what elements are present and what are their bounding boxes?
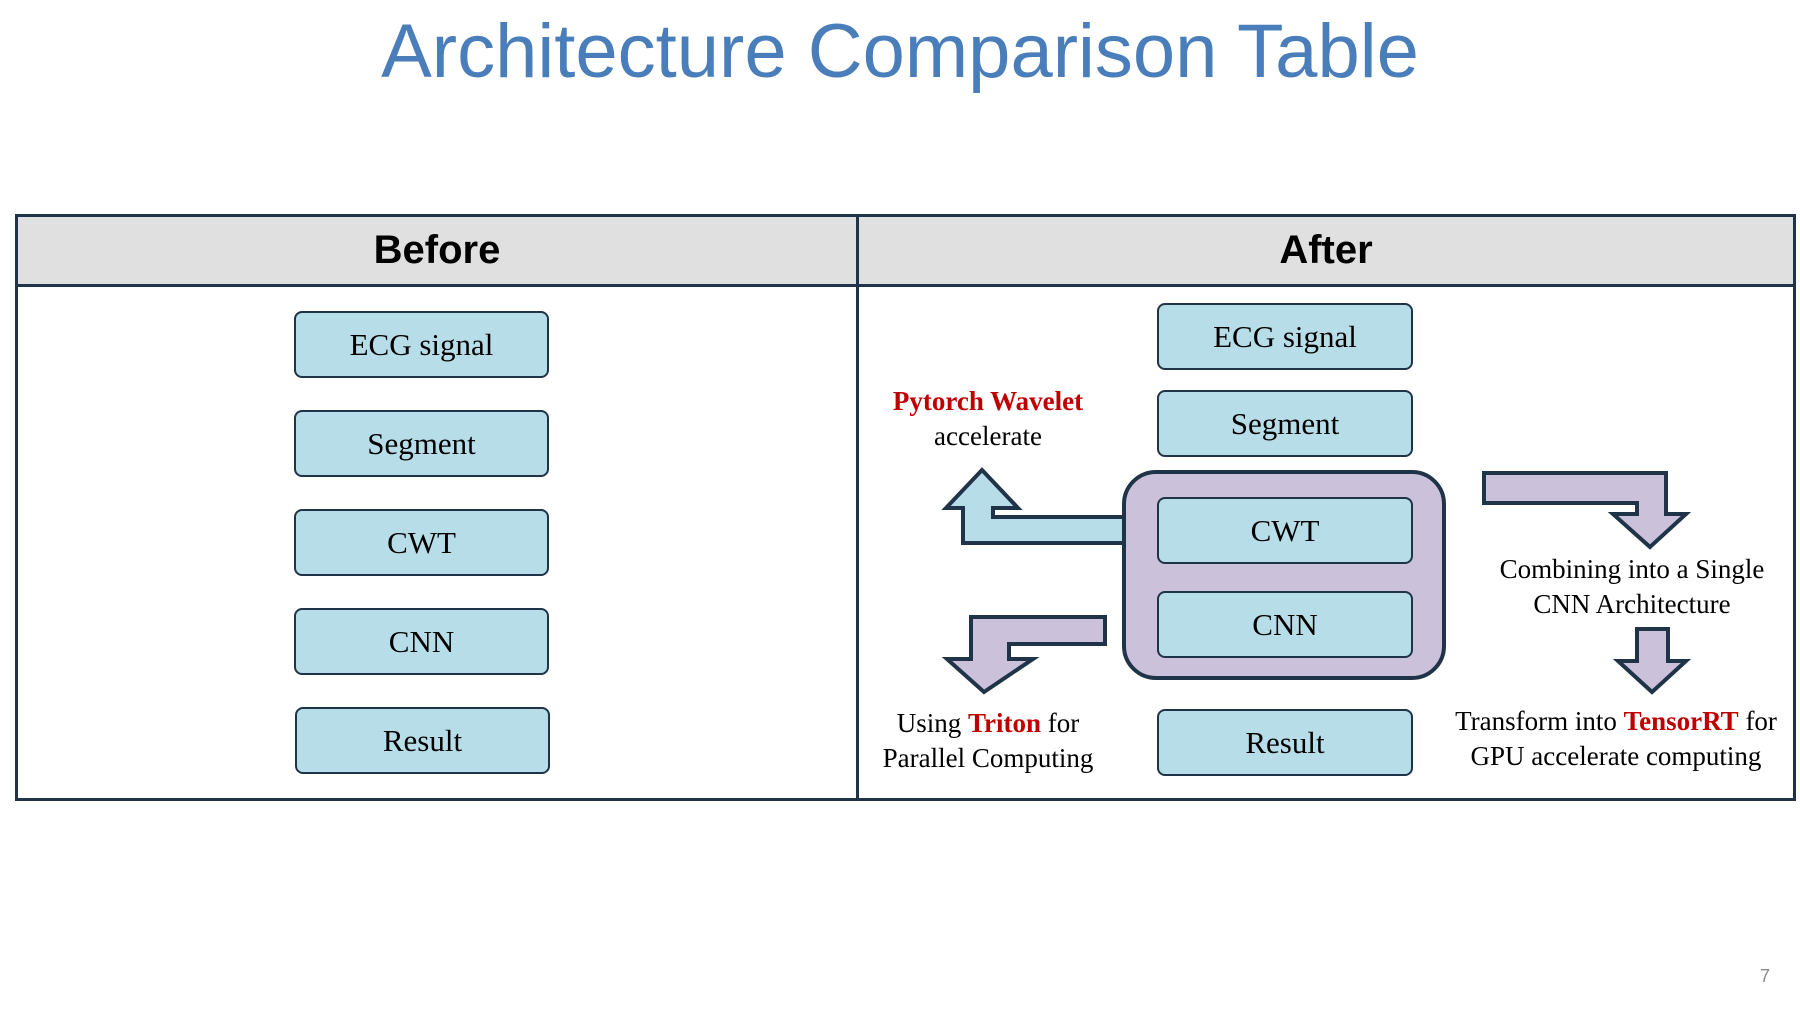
page-number: 7 (1760, 966, 1771, 986)
after-step-ecg-signal: ECG signal (1157, 303, 1413, 370)
tensorrt-arrow (1612, 627, 1692, 695)
tensorrt-highlight: TensorRT (1623, 706, 1739, 736)
tensorrt-annotation: Transform into TensorRT for GPU accelera… (1436, 704, 1796, 774)
before-step-cwt: CWT (294, 509, 549, 576)
triton-prefix: Using (896, 708, 969, 738)
after-step-segment: Segment (1157, 390, 1413, 457)
triton-annotation: Using Triton for Parallel Computing (858, 706, 1118, 776)
after-step-cnn: CNN (1157, 591, 1413, 658)
combine-annotation: Combining into a Single CNN Architecture (1472, 552, 1792, 622)
slide-title: Architecture Comparison Table (381, 9, 1419, 94)
before-header: Before (373, 228, 501, 272)
column-divider (856, 217, 859, 798)
table-header-row (18, 217, 1793, 287)
before-step-ecg-signal: ECG signal (294, 311, 549, 378)
combine-line1: Combining into a Single (1499, 554, 1765, 584)
pytorch-wavelet-arrow (941, 467, 1147, 545)
pytorch-wavelet-highlight: Pytorch Wavelet (892, 386, 1084, 416)
pytorch-wavelet-annotation: Pytorch Wavelet accelerate (870, 384, 1106, 454)
before-step-cnn: CNN (294, 608, 549, 675)
before-step-segment: Segment (294, 410, 549, 477)
triton-line2: Parallel Computing (882, 743, 1094, 773)
before-step-result: Result (295, 707, 550, 774)
after-header: After (1279, 228, 1373, 272)
tensorrt-line2: GPU accelerate computing (1470, 741, 1762, 771)
after-step-cwt: CWT (1157, 497, 1413, 564)
triton-suffix: for (1041, 708, 1080, 738)
triton-highlight: Triton (968, 708, 1042, 738)
triton-arrow (941, 615, 1107, 695)
combine-line2: CNN Architecture (1533, 589, 1731, 619)
combine-arrow (1482, 471, 1692, 550)
after-step-result: Result (1157, 709, 1413, 776)
tensorrt-suffix: for (1738, 706, 1777, 736)
comparison-table: Before After (15, 214, 1796, 801)
tensorrt-prefix: Transform into (1455, 706, 1624, 736)
pytorch-wavelet-line2: accelerate (934, 421, 1042, 451)
